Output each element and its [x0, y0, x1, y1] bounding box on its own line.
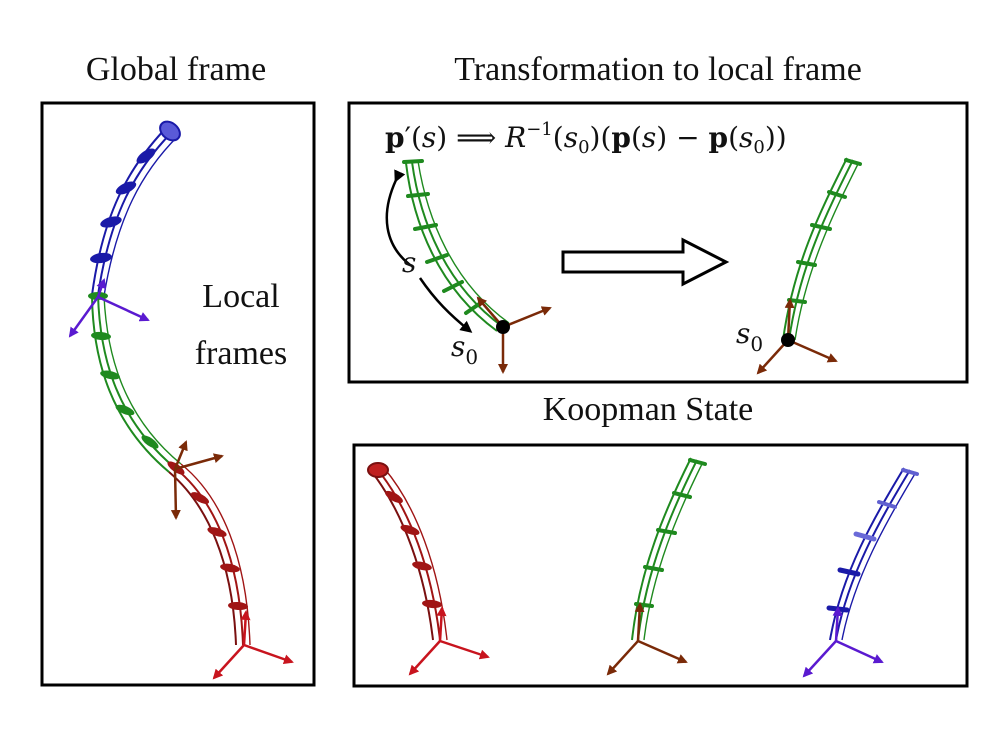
transform-rod-after: s0 — [736, 157, 862, 375]
koopman-axes-violet — [802, 606, 884, 678]
s0-label-after: s0 — [736, 317, 763, 356]
koopman-rod-red — [367, 462, 490, 676]
koopman-panel — [352, 443, 969, 688]
eq-s0-sub: 0 — [578, 137, 589, 158]
global-frame-panel — [40, 101, 316, 687]
eq-R: R — [504, 121, 526, 154]
transformation-panel — [347, 101, 969, 384]
arc-length-arrow-lower — [418, 277, 473, 333]
koopman-rod-green — [606, 457, 707, 676]
svg-text:p′(s) ⟹ R−1(s0)(p(s) − p(s0)): p′(s) ⟹ R−1(s0)(p(s) − p(s0)) — [385, 119, 787, 158]
global-rod — [68, 120, 294, 680]
eq-prime: ′ — [405, 121, 411, 154]
transform-frame-axes-after — [756, 298, 838, 375]
global-frame-title: Global frame — [86, 51, 266, 88]
koopman-axes-red — [408, 606, 490, 676]
green-rod-segment — [91, 294, 182, 473]
transform-arrow — [561, 237, 730, 287]
local-frames-label-line1: Local — [202, 278, 279, 315]
arc-length-arrow-upper — [385, 169, 411, 266]
transform-equation: p′(s) ⟹ R−1(s0)(p(s) − p(s0)) — [385, 119, 787, 158]
koopman-rod-blue — [802, 467, 919, 678]
eq-implies-arrow: ⟹ — [456, 121, 496, 154]
eq-inverse: −1 — [526, 119, 553, 140]
red-rod-segment — [168, 463, 251, 646]
transformation-title: Transformation to local frame — [454, 51, 862, 88]
koopman-axes-brown — [606, 602, 688, 676]
eq-s: s — [422, 121, 436, 154]
s-label: s — [402, 246, 416, 279]
local-frame-axes-violet — [68, 278, 150, 338]
local-frame-axes-brown — [170, 440, 224, 520]
transform-rod-before: s s0 — [385, 159, 552, 374]
eq-p: p — [385, 121, 405, 154]
local-frames-label-line2: frames — [195, 335, 288, 372]
blue-discs — [90, 120, 181, 264]
s0-label-before: s0 — [451, 330, 478, 369]
transform-frame-axes-before — [476, 296, 552, 374]
s0-point-before — [496, 320, 510, 334]
s0-point-after — [781, 333, 795, 347]
eq-s0: s — [564, 121, 578, 154]
eq-minus: − — [676, 121, 699, 154]
blue-rod-segment — [91, 127, 179, 297]
koopman-state-title: Koopman State — [543, 391, 754, 428]
tip-frame-axes-red — [212, 610, 294, 680]
red-discs — [167, 461, 248, 611]
